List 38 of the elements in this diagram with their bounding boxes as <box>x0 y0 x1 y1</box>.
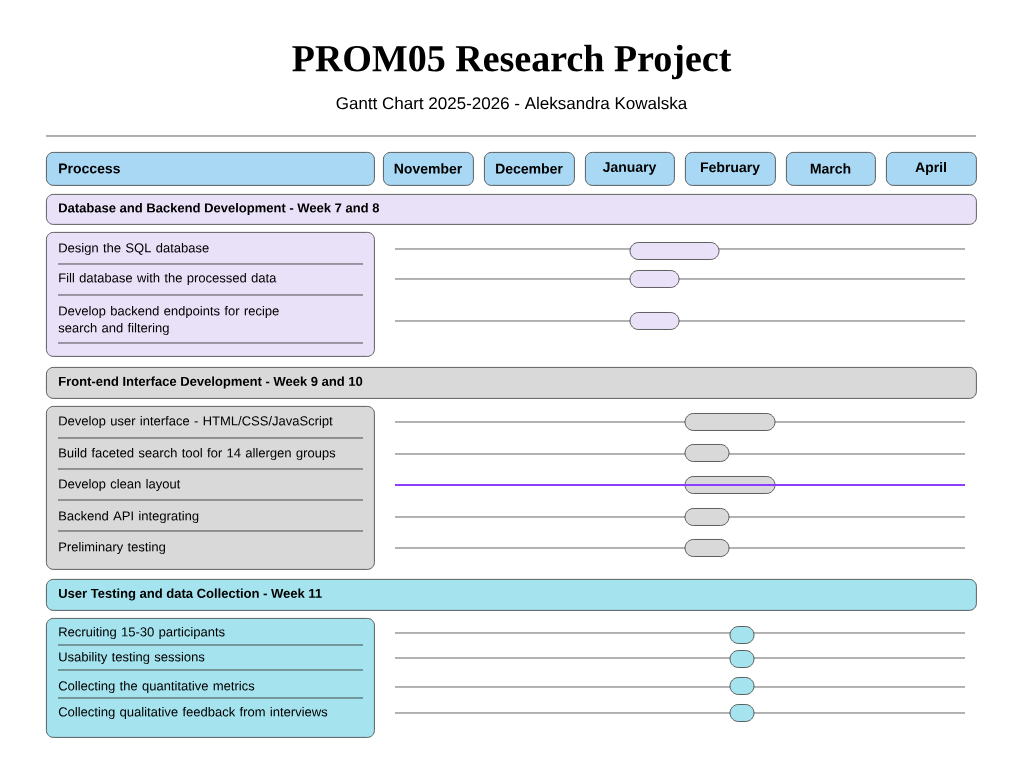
gantt-bar <box>729 677 755 695</box>
gantt-bar <box>629 270 680 288</box>
gantt-bar <box>729 650 755 668</box>
header-box: November <box>383 152 474 186</box>
task-list-panel <box>46 232 375 357</box>
section-band: Front-end Interface Development - Week 9 and 10 <box>46 367 977 399</box>
task-label: Backend API integrating <box>59 510 199 524</box>
task-label: Build faceted search tool for 14 allergen groups <box>59 447 336 461</box>
section-band: User Testing and data Collection - Week 11 <box>46 579 977 611</box>
gantt-bar <box>729 704 755 722</box>
header-box: April <box>886 152 977 186</box>
task-label: Recruiting 15-30 participants <box>59 626 225 640</box>
header-box: Proccess <box>46 152 375 186</box>
gantt-bar <box>629 242 720 260</box>
subtitle: Gantt Chart 2025-2026 - Aleksandra Kowalska <box>336 96 688 110</box>
gantt-bar <box>684 413 776 431</box>
gantt-bar <box>684 444 730 462</box>
task-list-panel <box>46 406 375 570</box>
gantt-bar <box>629 312 680 330</box>
task-label: Usability testing sessions <box>59 651 205 665</box>
task-label: Collecting the quantitative metrics <box>58 680 255 694</box>
task-label: Develop clean layout <box>59 478 181 492</box>
task-list-panel <box>46 618 375 738</box>
task-label: Fill database with the processed data <box>59 272 277 286</box>
task-label: Design the SQL database <box>59 242 209 256</box>
header-box: February <box>685 152 776 186</box>
header-box: December <box>484 152 575 186</box>
gantt-bar <box>684 508 730 526</box>
header-box: March <box>786 152 876 186</box>
task-label: Collecting qualitative feedback from interviews <box>58 706 328 720</box>
section-band: Database and Backend Development - Week 7 and 8 <box>46 194 977 225</box>
task-label: Preliminary testing <box>59 541 165 555</box>
gantt-bar <box>684 539 730 557</box>
title: PROM05 Research Project <box>292 44 732 80</box>
task-label: Develop backend endpoints for recipe search and filtering <box>58 305 279 336</box>
header-box: January <box>585 152 675 186</box>
gantt-bar <box>729 626 755 644</box>
task-label: Develop user interface - HTML/CSS/JavaScript <box>59 415 333 429</box>
